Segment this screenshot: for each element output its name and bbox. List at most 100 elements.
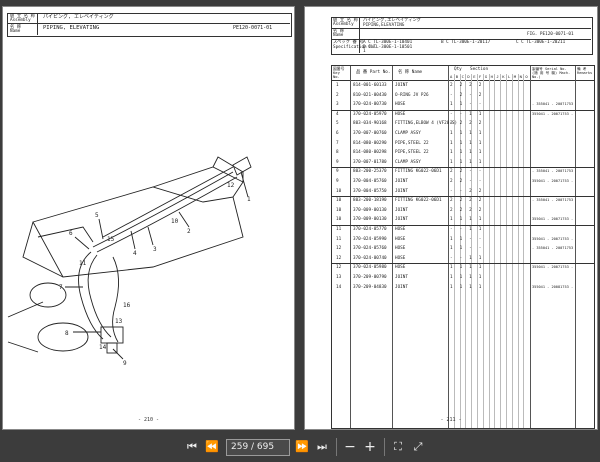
r-title-en: PIPING,ELEVATING <box>363 23 405 28</box>
fig-number: PE120-0071-01 <box>233 25 273 31</box>
row-qty: 1 1 1 1 <box>450 217 484 223</box>
row-name: HOSE <box>395 246 406 252</box>
row-key: 9 <box>336 169 339 175</box>
section-col-b: B <box>455 74 459 79</box>
callout-15: 15 <box>107 236 115 243</box>
row-name: CLAMP ASSY <box>395 131 421 136</box>
left-header: 組 立 名 称 Assembly 名 称 Name パイピング, エレベイティン… <box>7 13 292 37</box>
row-part-number: 370-209-04830 <box>353 284 387 290</box>
row-qty: 2 2 2 2 <box>450 207 484 213</box>
row-name: CLAMP ASSY <box>395 159 421 165</box>
row-serial: 355041 - 20081753 - <box>532 284 574 289</box>
row-key: 14 <box>336 284 342 290</box>
row-qty: 2 2 - - <box>450 179 484 184</box>
assembly-en: Assembly <box>10 18 31 23</box>
last-page-button[interactable]: ⏭ <box>317 440 327 453</box>
row-serial: 355041 - 20071753 - <box>532 217 574 222</box>
r-assembly-jp: 組 立 名 称 <box>333 18 358 23</box>
row-key: 12 <box>336 246 342 252</box>
parts-table: 図番号 Key No. 品 番 Part No. 名 称 Name Qty Se… <box>331 65 595 429</box>
assembly-jp: 組 立 名 称 <box>10 14 35 19</box>
row-key: 4 <box>336 111 339 117</box>
row-name: HOSE <box>395 265 406 271</box>
section-col-n: N <box>519 74 522 79</box>
section-col-m: M <box>513 74 517 79</box>
spec-1: 1 <box>363 49 366 54</box>
section-col-f: F <box>479 74 482 79</box>
row-key: 12 <box>336 255 342 261</box>
row-part-number: 370-024-05990 <box>353 236 387 242</box>
name-en: Name <box>10 29 21 34</box>
row-qty: 1 1 1 1 <box>450 150 484 156</box>
row-serial: 355041 - 20071753 - <box>532 265 574 270</box>
col-qty: Qty <box>454 67 462 72</box>
fit-page-button[interactable]: ⛶ <box>394 440 402 453</box>
col-part-no: 品 番 Part No. <box>356 70 391 75</box>
row-qty: - - 1 1 <box>450 255 484 261</box>
row-part-number: 810-021-00430 <box>353 92 387 98</box>
r-name-jp: 名 称 <box>333 29 345 34</box>
previous-page-button[interactable]: ⏪ <box>205 440 219 453</box>
section-col-d: D <box>467 74 470 79</box>
section-col-h: H <box>490 74 493 79</box>
row-qty: - 2 - 2 <box>450 92 484 98</box>
row-part-number: 370-009-00130 <box>353 217 387 223</box>
spec-d: D C TL-300E-1-10501 <box>363 45 413 50</box>
row-name: JOINT <box>395 179 408 184</box>
row-serial: 355041 - 20071753 - <box>532 236 574 241</box>
col-remarks: 備 考 Remarks <box>577 67 593 75</box>
right-header: 組 立 名 称 Assembly 名 称 Name スペック 番 号 Speci… <box>331 17 593 57</box>
table-row: 12 370-024-00740 HOSE - - 1 1 <box>332 255 594 264</box>
row-qty: - - 2 2 <box>450 188 484 194</box>
row-qty: 1 1 - - <box>450 102 484 108</box>
row-name: FITTING,ELBOW 4 (VF20-S) <box>395 121 458 127</box>
row-part-number: 814-080-00298 <box>353 150 387 156</box>
row-qty: - - 1 1 <box>450 111 484 117</box>
spec-en: Specification No. <box>333 45 377 50</box>
row-part-number: 370-024-00740 <box>353 255 387 261</box>
row-name: FITTING KG022-06D1 <box>395 169 442 175</box>
spec-a: A C TL-300E-1-10401 <box>363 40 413 45</box>
row-name: PIPE,STEEL 22 <box>395 150 429 156</box>
row-name: JOINT <box>395 83 408 88</box>
row-name: PIPE,STEEL 22 <box>395 140 429 146</box>
fullscreen-button[interactable]: ⤢ <box>413 440 423 453</box>
zoom-out-button[interactable]: − <box>344 439 356 455</box>
row-qty: 1 1 - - <box>450 236 484 242</box>
row-qty: - - 1 1 <box>450 227 484 232</box>
row-key: 13 <box>336 275 342 280</box>
row-part-number: 370-024-05760 <box>353 246 387 252</box>
row-qty: 2 2 2 2 <box>450 121 484 127</box>
row-serial: - 355041 - 20071753 <box>532 169 574 174</box>
next-page-button[interactable]: ⏩ <box>295 440 309 453</box>
spec-jp: スペック 番 号 <box>333 40 364 45</box>
callout-1: 1 <box>247 196 251 203</box>
section-col-o: O <box>525 74 528 79</box>
row-part-number: 803-200-25370 <box>353 169 387 175</box>
row-name: HOSE <box>395 255 406 261</box>
row-part-number: 370-004-05760 <box>353 179 387 184</box>
first-page-button[interactable]: ⏮ <box>187 440 197 453</box>
zoom-in-button[interactable]: + <box>364 439 376 455</box>
row-key: 2 <box>336 92 339 98</box>
right-page: 組 立 名 称 Assembly 名 称 Name スペック 番 号 Speci… <box>304 6 598 430</box>
callout-13: 13 <box>115 318 123 325</box>
page-number-input[interactable]: 259 / 695 <box>226 439 290 456</box>
col-key: 図番号 Key No. <box>333 66 345 79</box>
title-en: PIPING, ELEVATING <box>43 25 100 31</box>
row-key: 11 <box>336 227 342 232</box>
row-name: HOSE <box>395 102 406 108</box>
